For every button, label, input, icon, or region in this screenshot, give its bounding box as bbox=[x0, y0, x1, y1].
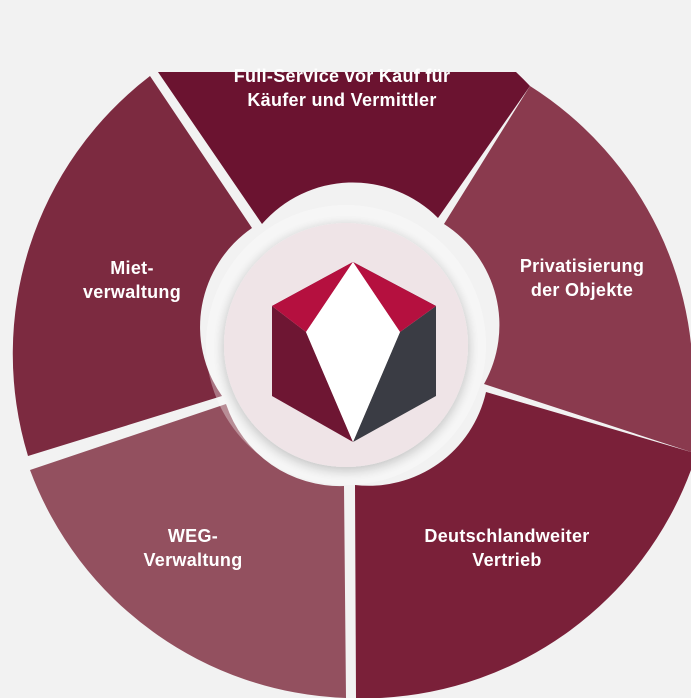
label-left: Miet- verwaltung bbox=[82, 258, 182, 302]
label-bottom-left: WEG- Verwaltung bbox=[143, 526, 243, 570]
segment-right bbox=[444, 86, 691, 452]
label-right: Privatisierung der Objekte bbox=[519, 256, 645, 300]
segment-top bbox=[158, 72, 530, 224]
segment-left bbox=[12, 76, 252, 456]
segment-bottom-right bbox=[355, 392, 691, 698]
company-logo-icon bbox=[272, 262, 436, 442]
segment-bottom-left bbox=[30, 404, 346, 698]
label-bottom-right: Deutschlandweiter Vertrieb bbox=[424, 526, 590, 570]
label-top: Full-Service vor Kauf für Käufer und Ver… bbox=[233, 66, 451, 110]
